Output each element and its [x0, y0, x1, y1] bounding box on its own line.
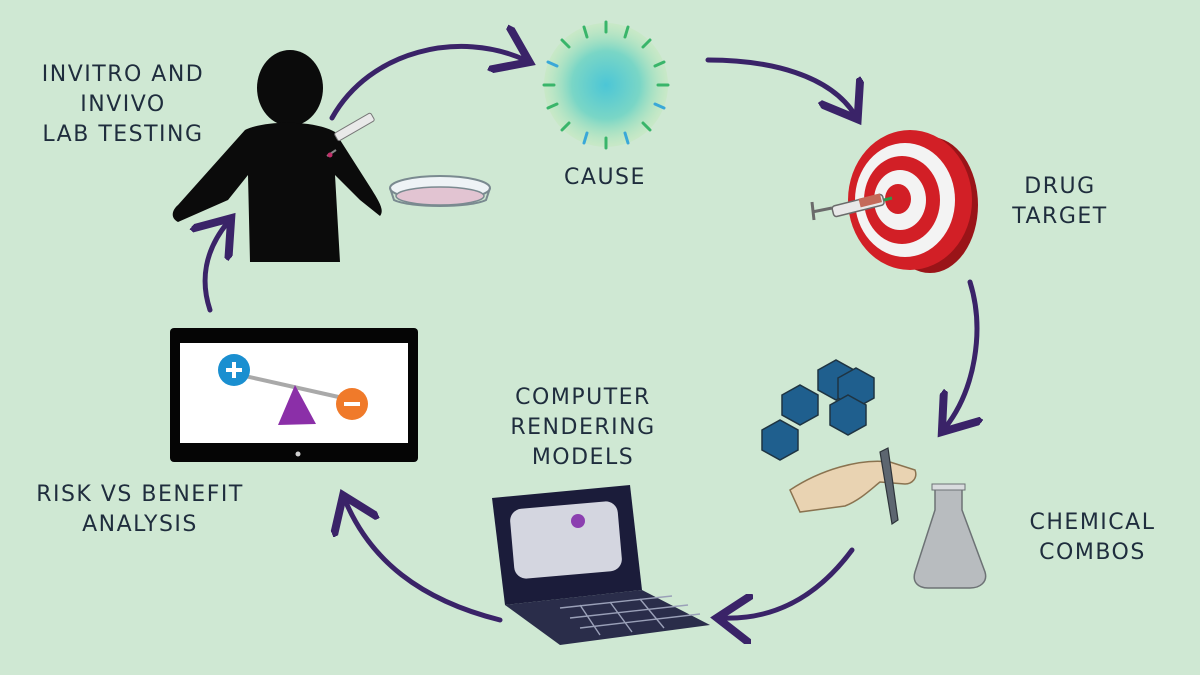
arrow-lab-to-cause	[329, 46, 525, 121]
label-lab-testing: INVITRO AND INVIVO LAB TESTING	[41, 62, 205, 147]
label-computer-rendering: COMPUTER RENDERING MODELS	[510, 385, 656, 470]
arrow-rendering-to-risk	[345, 500, 503, 623]
label-risk-benefit: RISK VS BENEFIT ANALYSIS	[36, 482, 244, 537]
arrow-risk-to-lab	[205, 222, 228, 313]
label-chemical-combos: CHEMICAL COMBOS	[1029, 510, 1156, 565]
target-syringe-icon	[810, 130, 978, 273]
arrow-cause-to-target	[705, 57, 855, 115]
laptop-icon	[492, 485, 710, 645]
label-drug-target: DRUG TARGET	[1012, 174, 1108, 229]
arrow-target-to-combos	[945, 279, 977, 428]
hexagon-molecule-flask-icon	[761, 359, 987, 589]
arrow-combos-to-rendering	[722, 547, 855, 618]
label-cause: CAUSE	[564, 165, 646, 190]
virus-icon	[542, 20, 670, 150]
person-injection-petri-dish-icon	[172, 50, 491, 262]
monitor-scale-icon	[170, 328, 418, 462]
